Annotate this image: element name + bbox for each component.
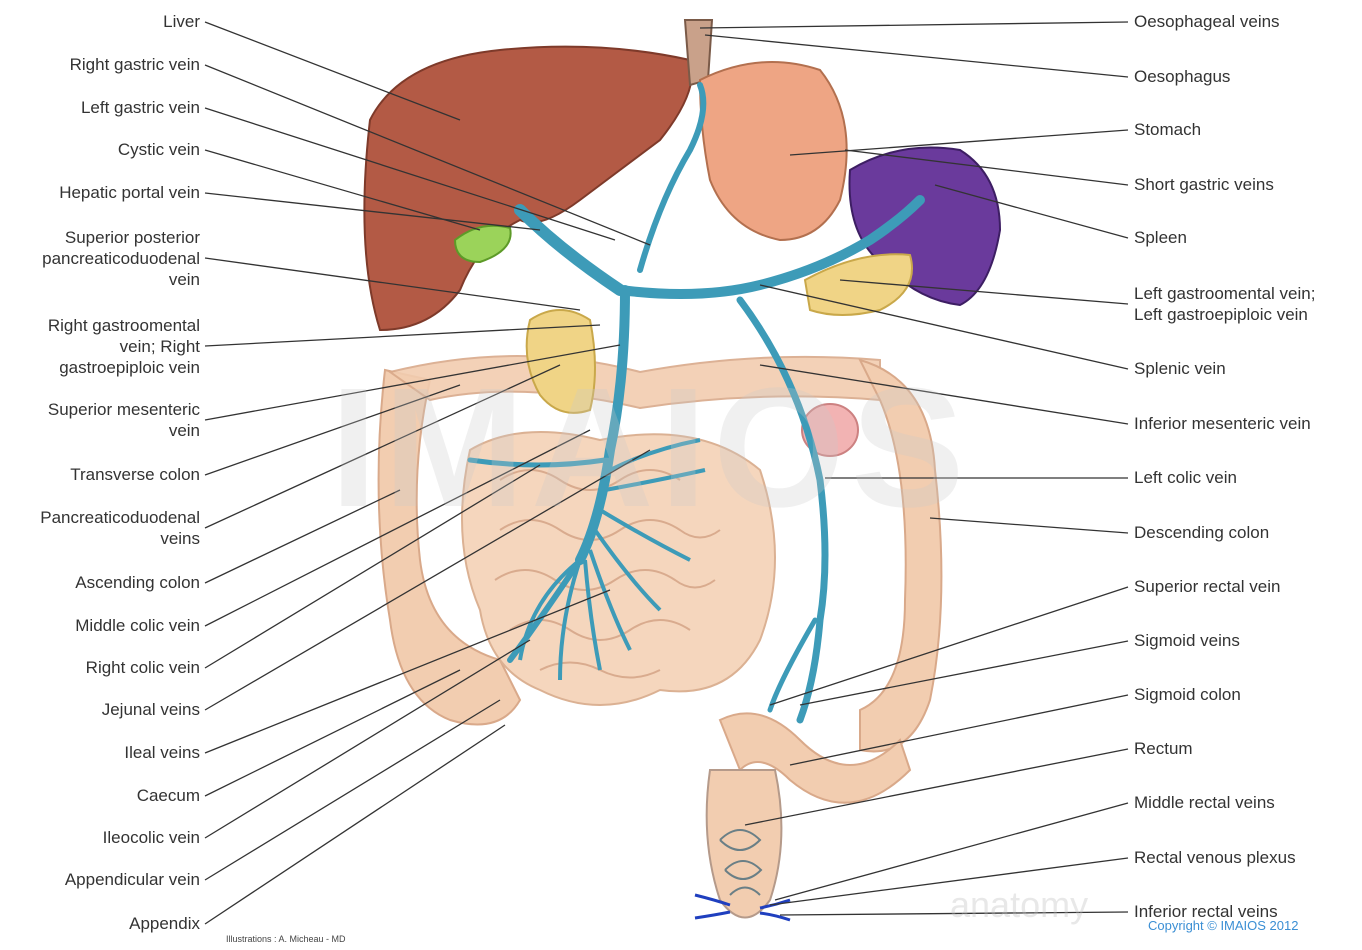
right-label-5: Left gastroomental vein; Left gastroepip… xyxy=(1134,283,1315,325)
left-label-12: Right colic vein xyxy=(86,657,200,678)
right-label-1: Oesophagus xyxy=(1134,66,1230,87)
left-label-10: Ascending colon xyxy=(75,572,200,593)
leader-left-16 xyxy=(205,640,530,838)
left-label-8: Transverse colon xyxy=(70,464,200,485)
leader-left-15 xyxy=(205,670,460,796)
left-label-7: Superior mesenteric vein xyxy=(48,399,200,441)
right-label-10: Superior rectal vein xyxy=(1134,576,1280,597)
right-label-12: Sigmoid colon xyxy=(1134,684,1241,705)
rectum-shape xyxy=(707,770,782,918)
left-label-4: Hepatic portal vein xyxy=(59,182,200,203)
left-label-9: Pancreaticoduodenal veins xyxy=(40,507,200,549)
left-label-2: Left gastric vein xyxy=(81,97,200,118)
leader-left-18 xyxy=(205,725,505,924)
left-label-13: Jejunal veins xyxy=(102,699,200,720)
right-label-2: Stomach xyxy=(1134,119,1201,140)
leader-right-0 xyxy=(700,22,1128,28)
left-label-3: Cystic vein xyxy=(118,139,200,160)
left-label-18: Appendix xyxy=(129,913,200,934)
right-label-4: Spleen xyxy=(1134,227,1187,248)
left-label-0: Liver xyxy=(163,11,200,32)
left-label-5: Superior posterior pancreaticoduodenal v… xyxy=(42,227,200,290)
right-label-3: Short gastric veins xyxy=(1134,174,1274,195)
left-label-6: Right gastroomental vein; Right gastroep… xyxy=(48,315,200,378)
right-label-15: Rectal venous plexus xyxy=(1134,847,1296,868)
right-label-0: Oesophageal veins xyxy=(1134,11,1280,32)
left-label-11: Middle colic vein xyxy=(75,615,200,636)
leader-right-12 xyxy=(790,695,1128,765)
right-label-11: Sigmoid veins xyxy=(1134,630,1240,651)
right-label-6: Splenic vein xyxy=(1134,358,1226,379)
right-label-9: Descending colon xyxy=(1134,522,1269,543)
right-label-13: Rectum xyxy=(1134,738,1193,759)
leader-right-11 xyxy=(800,641,1128,705)
left-label-17: Appendicular vein xyxy=(65,869,200,890)
watermark-text: IMAIOS xyxy=(330,350,970,546)
right-label-14: Middle rectal veins xyxy=(1134,792,1275,813)
left-label-15: Caecum xyxy=(137,785,200,806)
right-label-7: Inferior mesenteric vein xyxy=(1134,413,1311,434)
illustrator-credit: Illustrations : A. Micheau - MD xyxy=(226,934,346,944)
leader-left-17 xyxy=(205,700,500,880)
watermark-anatomy: anatomy xyxy=(950,884,1088,926)
left-label-16: Ileocolic vein xyxy=(103,827,200,848)
hepatic-portal-vein xyxy=(520,210,620,290)
left-label-1: Right gastric vein xyxy=(70,54,200,75)
stomach-shape xyxy=(700,62,847,240)
copyright-notice: Copyright © IMAIOS 2012 xyxy=(1148,918,1298,933)
right-label-8: Left colic vein xyxy=(1134,467,1237,488)
left-label-14: Ileal veins xyxy=(124,742,200,763)
